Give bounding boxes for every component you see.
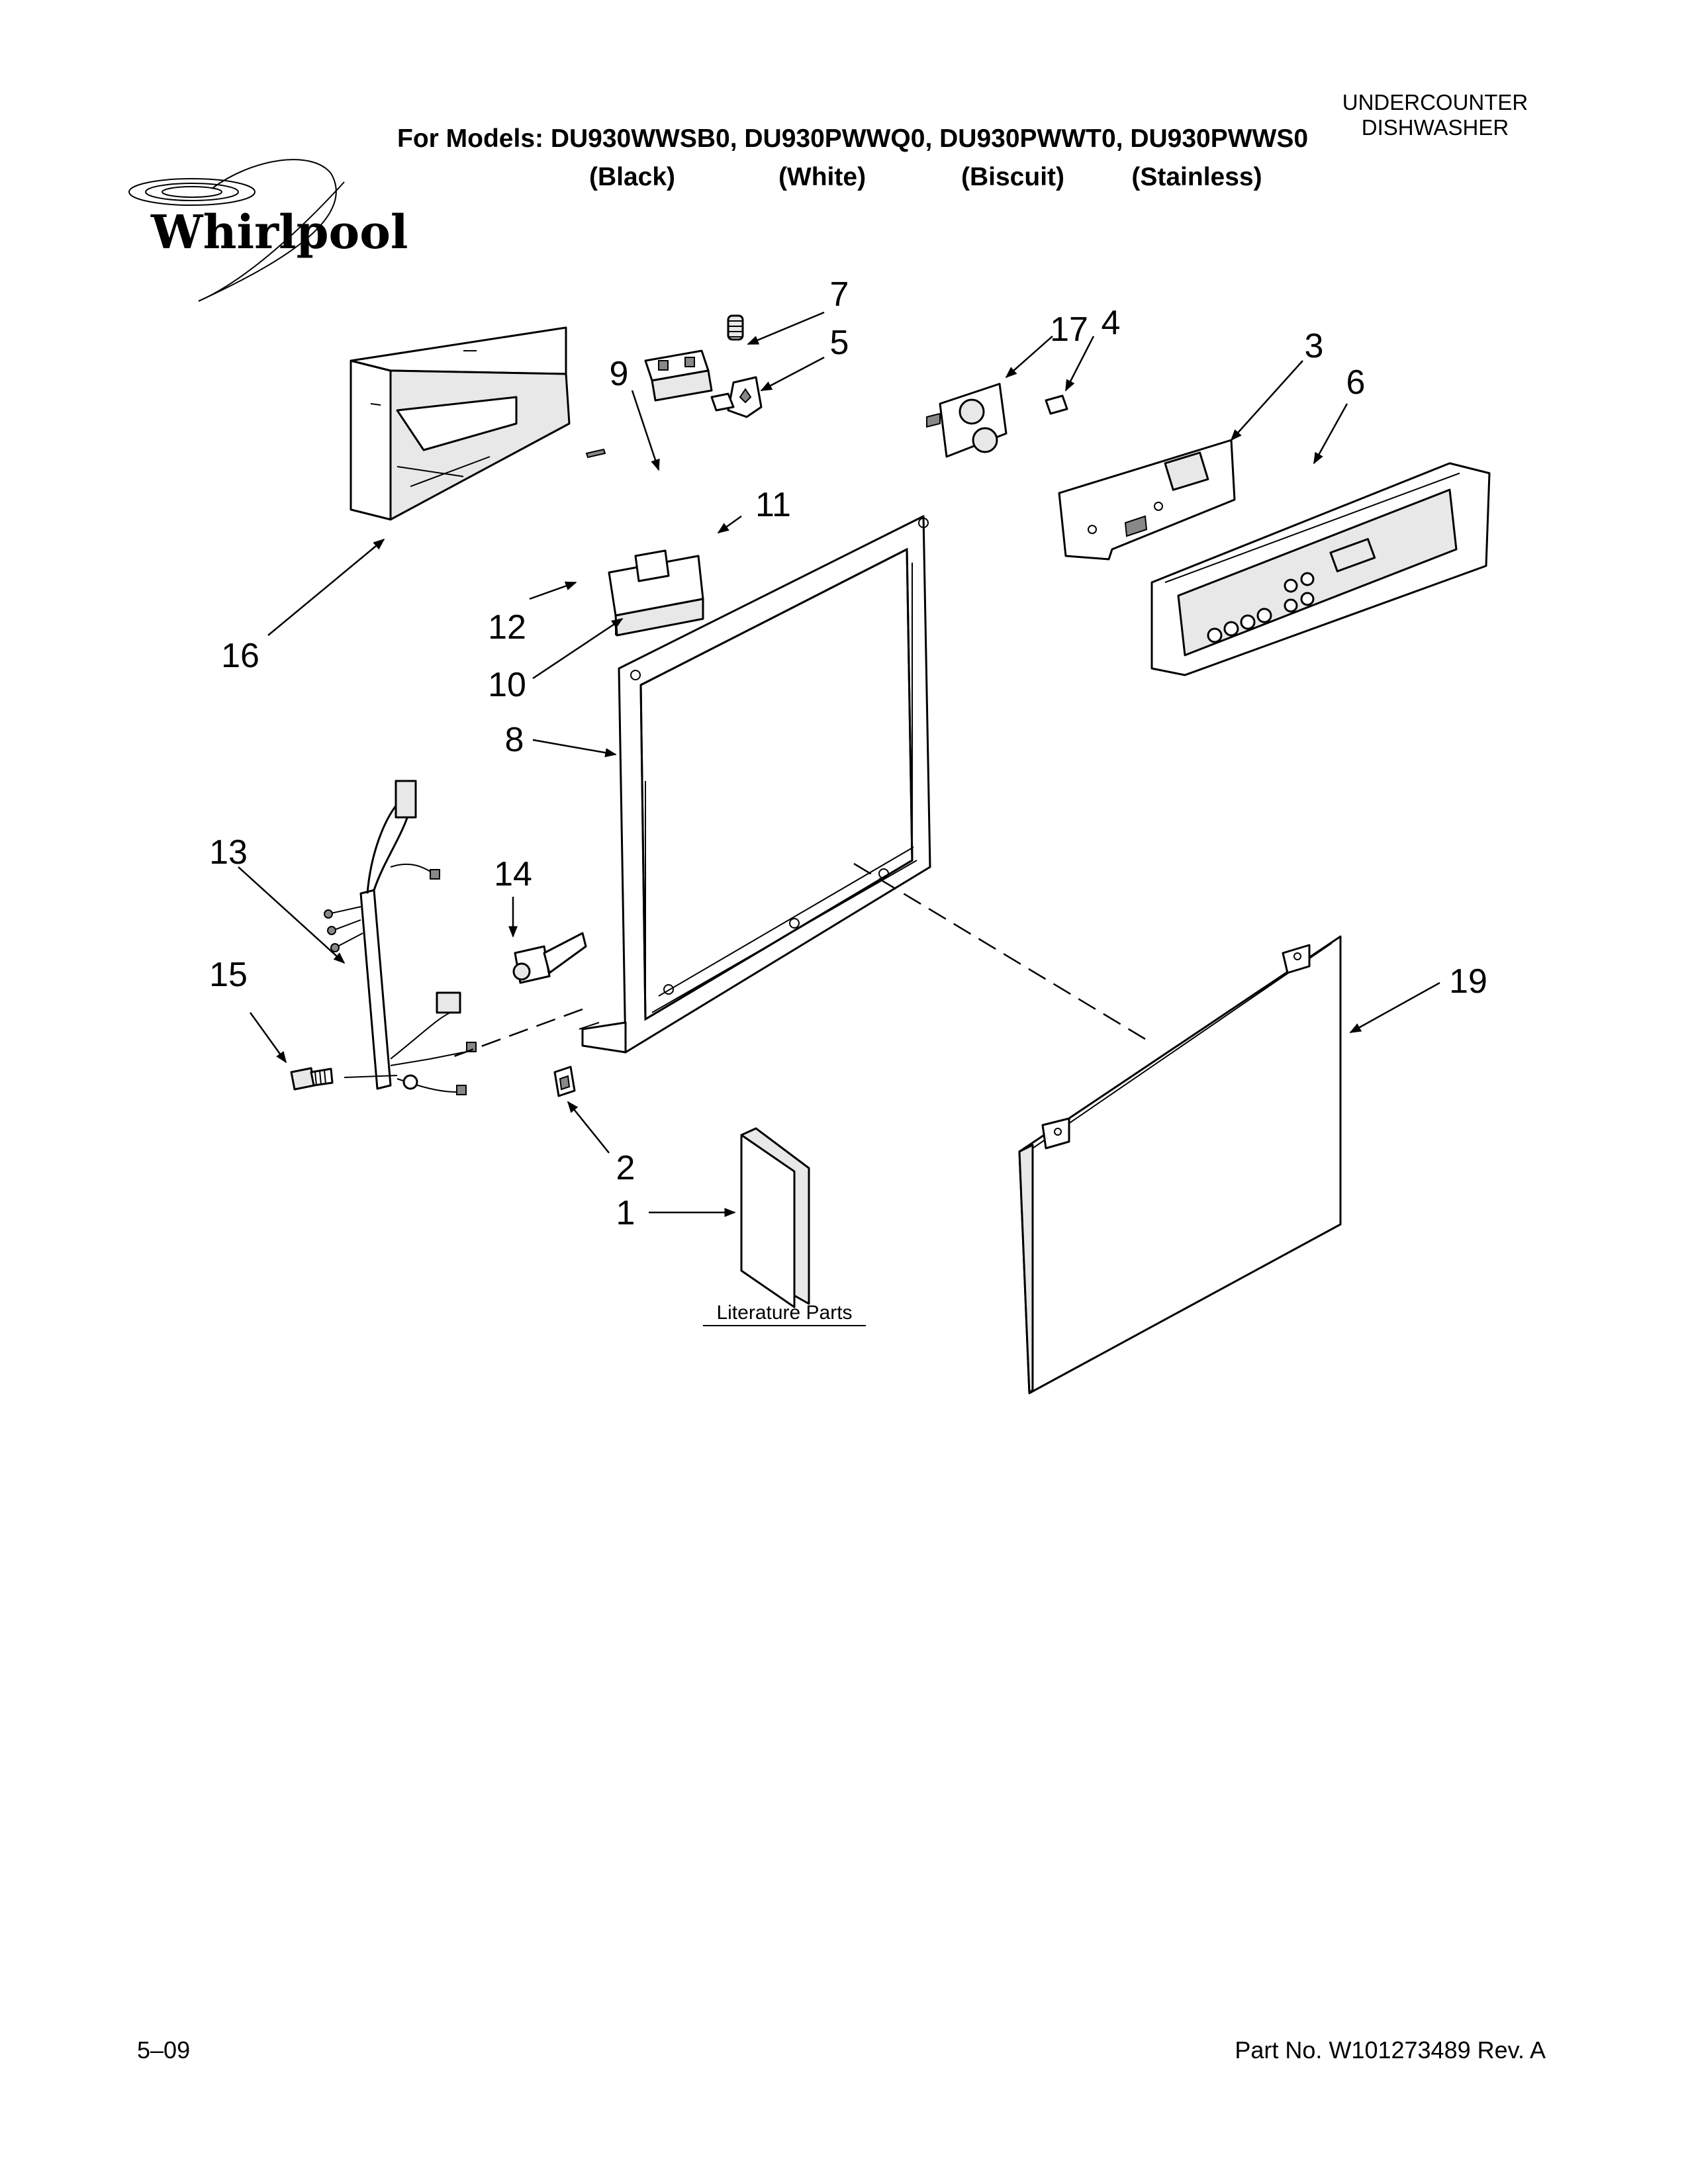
part-1-literature (740, 1127, 810, 1308)
color-black: (Black) (589, 163, 675, 191)
callout-numbers: 7 5 9 11 12 10 16 17 4 3 6 8 13 14 15 2 … (209, 275, 1487, 1232)
models-line: For Models: DU930WWSB0, DU930PWWQ0, DU93… (397, 124, 1308, 153)
callout-2: 2 (616, 1149, 635, 1187)
callout-3: 3 (1305, 327, 1324, 365)
part-19-outer-door-panel (1018, 935, 1342, 1394)
literature-parts-label: Literature Parts (716, 1302, 852, 1324)
part-6-console-panel (1150, 462, 1491, 676)
callout-15: 15 (209, 956, 248, 994)
callout-1: 1 (616, 1194, 635, 1232)
callout-16: 16 (221, 637, 259, 675)
callout-7: 7 (830, 275, 849, 314)
callout-9: 9 (610, 355, 629, 393)
part-13-wire-harness (324, 780, 477, 1095)
part-3-control-board (1058, 439, 1236, 561)
footer-date: 5–09 (137, 2036, 190, 2064)
color-biscuit: (Biscuit) (961, 163, 1064, 191)
part-17-switch-module (926, 383, 1008, 458)
page-footer: 5–09 Part No. W101273489 Rev. A (137, 2036, 1546, 2064)
callout-4: 4 (1102, 304, 1121, 342)
console-buttons (1207, 537, 1376, 643)
part-7-spring (727, 314, 744, 341)
color-white: (White) (778, 163, 866, 191)
brand-wordmark: Whirlpool (150, 205, 408, 259)
part-5-latch-strike (727, 376, 763, 418)
part-8-inner-door-frame (581, 515, 931, 1054)
color-stainless: (Stainless) (1131, 163, 1262, 191)
part-14-door-switch (512, 932, 587, 984)
part-16-vent-duct (350, 326, 571, 521)
whirlpool-swirl-icon (128, 159, 345, 302)
callout-8: 8 (505, 721, 524, 759)
part-11-latch-clip (710, 392, 735, 412)
part-10-latch-housing (608, 549, 704, 637)
callout-19: 19 (1449, 962, 1487, 1001)
callout-5: 5 (830, 324, 849, 362)
callout-17: 17 (1050, 310, 1088, 349)
callout-6: 6 (1346, 363, 1366, 402)
whirlpool-logo: Whirlpool (128, 159, 408, 302)
category-line-2: DISHWASHER (1362, 115, 1509, 140)
page-header: UNDERCOUNTER DISHWASHER For Models: DU93… (397, 90, 1528, 191)
callout-10: 10 (488, 666, 526, 704)
part-4-clip (1045, 394, 1068, 415)
part-15-screw (290, 1067, 334, 1091)
part-9-door-latch (644, 349, 713, 402)
callout-leaders (238, 311, 1440, 1217)
part-2-hinge-clip (553, 1066, 576, 1097)
callout-11: 11 (755, 486, 791, 524)
callout-14: 14 (494, 855, 532, 893)
category-line-1: UNDERCOUNTER (1342, 90, 1528, 114)
part-12-pin (585, 448, 606, 459)
callout-13: 13 (209, 833, 248, 872)
footer-part-number: Part No. W101273489 Rev. A (1235, 2036, 1546, 2064)
callout-12: 12 (488, 608, 526, 647)
